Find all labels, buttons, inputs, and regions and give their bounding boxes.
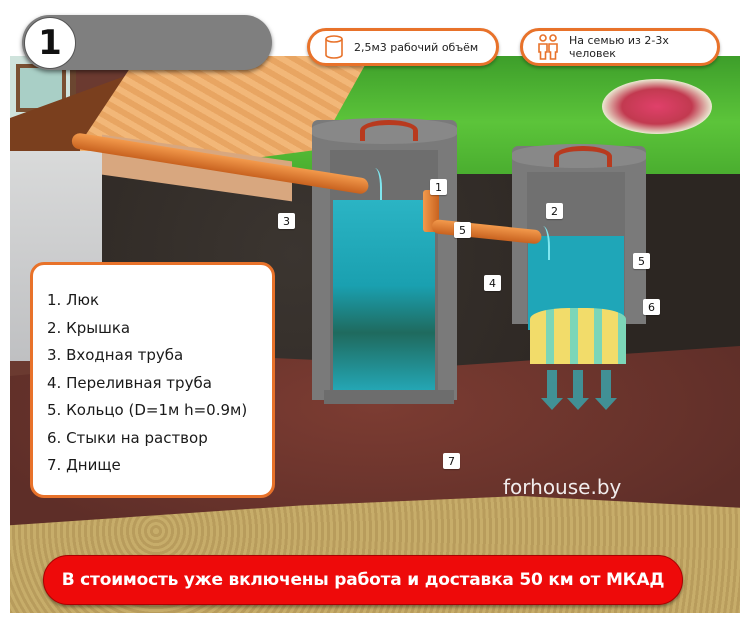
callout-5: 5 bbox=[633, 253, 650, 269]
filter-bed bbox=[530, 308, 626, 364]
callout-4: 4 bbox=[484, 275, 501, 291]
step-number-badge: 1 bbox=[24, 17, 76, 69]
hatch-icon bbox=[360, 120, 418, 141]
callout-7: 7 bbox=[443, 453, 460, 469]
legend-item-joints: 6. Стыки на раствор bbox=[47, 428, 208, 447]
callout-3: 3 bbox=[278, 213, 295, 229]
legend-item-overflow-pipe: 4. Переливная труба bbox=[47, 373, 212, 392]
legend-item-bottom: 7. Днище bbox=[47, 456, 121, 474]
water-flow-icon bbox=[538, 226, 550, 260]
legend-box: 1. Люк 2. Крышка 3. Входная труба 4. Пер… bbox=[30, 262, 275, 498]
family-badge: На семью из 2-3х человек bbox=[520, 28, 720, 66]
site-watermark: forhouse.by bbox=[503, 475, 622, 499]
price-info-banner: В стоимость уже включены работа и достав… bbox=[43, 555, 683, 605]
price-info-text: В стоимость уже включены работа и достав… bbox=[61, 570, 665, 590]
drain-arrow-icon bbox=[595, 370, 617, 410]
volume-label: 2,5м3 рабочий объём bbox=[354, 40, 479, 54]
callout-1: 1 bbox=[430, 179, 447, 195]
legend-item-lid: 2. Крышка bbox=[47, 318, 131, 337]
legend-item-ring: 5. Кольцо (D=1м h=0.9м) bbox=[47, 401, 248, 419]
settling-tank-water bbox=[333, 200, 435, 390]
cylinder-tank-icon bbox=[325, 35, 343, 59]
water-flow-icon bbox=[370, 168, 382, 200]
legend-item-inlet-pipe: 3. Входная труба bbox=[47, 346, 184, 364]
flowerbed bbox=[602, 79, 712, 134]
drain-arrow-icon bbox=[567, 370, 589, 410]
family-people-icon bbox=[538, 34, 558, 60]
hatch-icon bbox=[554, 146, 612, 167]
volume-badge: 2,5м3 рабочий объём bbox=[307, 28, 499, 66]
settling-tank-bottom bbox=[324, 390, 454, 404]
callout-2: 2 bbox=[546, 203, 563, 219]
callout-5: 5 bbox=[454, 222, 471, 238]
drain-arrow-icon bbox=[541, 370, 563, 410]
legend-item-hatch: 1. Люк bbox=[47, 291, 100, 309]
callout-6: 6 bbox=[643, 299, 660, 315]
family-label: На семью из 2-3х человек bbox=[569, 34, 669, 60]
